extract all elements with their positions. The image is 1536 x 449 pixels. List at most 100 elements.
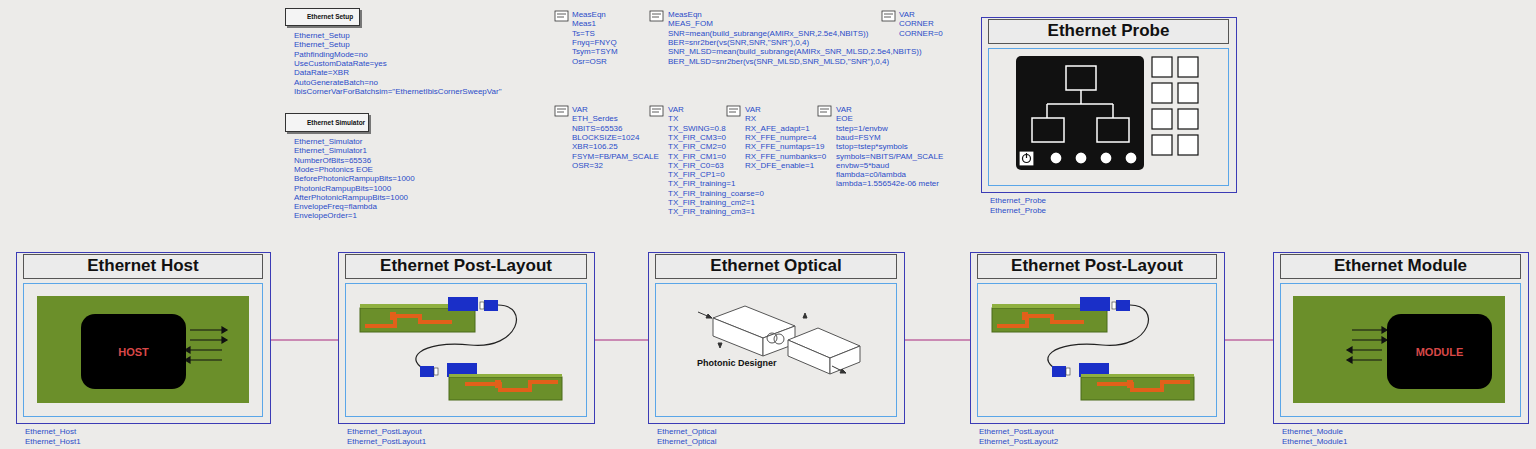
parameter: TX_FIR_training_cm2=1: [668, 198, 755, 207]
instance-name: Ethernet_Host: [25, 427, 76, 436]
block-title: Ethernet Post-Layout: [345, 254, 587, 279]
parameter: SNR=mean(build_subrange(AMIRx_SNR,2.5e4,…: [668, 29, 868, 38]
component-type: MeasEqn: [572, 10, 606, 19]
parameter: TX_FIR_CM3=0: [668, 133, 726, 142]
instance-name: Ethernet_PostLayout2: [979, 437, 1058, 446]
wire: [271, 339, 338, 340]
parameter: TX_FIR_training_cm3=1: [668, 207, 755, 216]
parameter: TX_FIR_CM2=0: [668, 142, 726, 151]
instance-name: Ethernet_PostLayout: [979, 427, 1054, 436]
instance-name: Ethernet_PostLayout1: [347, 437, 426, 446]
parameter: FSYM=FB/PAM_SCALE: [572, 152, 659, 161]
component-type: VAR: [668, 105, 684, 114]
wire: [1225, 339, 1273, 340]
instance-name: Ethernet_Probe: [990, 206, 1046, 215]
instance-name: Ethernet_Module: [1282, 427, 1343, 436]
parameter: TX_FIR_training_coarse=0: [668, 189, 764, 198]
chip-label: MODULE: [1387, 346, 1492, 358]
parameter: RX_FFE_numbanks=0: [745, 152, 826, 161]
parameter: Osr=OSR: [572, 57, 607, 66]
module-arrows: [1347, 327, 1387, 363]
component-icon: Ethernet SimulatorEthernet_SimulatorEthe…: [285, 113, 369, 132]
wire: [595, 339, 648, 340]
component-block: Ethernet ProbeEthernet_ProbeEthernet_Pro…: [981, 17, 1237, 193]
parameter: AfterPhotonicRampupBits=1000: [294, 193, 408, 202]
parameter: Ethernet_Setup: [294, 40, 350, 49]
parameter: RX_FFE_numpre=4: [745, 133, 816, 142]
parameter: Meas1: [572, 19, 596, 28]
parameter: baud=FSYM: [836, 133, 881, 142]
parameter: XBR=106.25: [572, 142, 618, 151]
parameter: BLOCKSIZE=1024: [572, 133, 639, 142]
instance-name: Ethernet_Optical: [657, 427, 717, 436]
parameter: Ethernet_Simulator1: [294, 146, 367, 155]
parameter: Mode=Photonics EOE: [294, 165, 373, 174]
inner-frame: [977, 283, 1217, 417]
parameter: lambda=1.556542e-06 meter: [836, 179, 939, 188]
parameter: BER_MLSD=snr2ber(vs(SNR_MLSD,SNR_MLSD,"S…: [668, 57, 889, 66]
parameter: CORNER: [899, 19, 934, 28]
parameter: Ts=TS: [572, 29, 595, 38]
parameter: Ethernet_Setup: [294, 31, 350, 40]
host-board: [37, 296, 249, 403]
parameter: CORNER=0: [899, 29, 943, 38]
parameter: EnvelopeFreq=flambda: [294, 202, 377, 211]
parameter: EnvelopeOrder=1: [294, 211, 357, 220]
parameter: EOE: [836, 114, 853, 123]
wire: [905, 339, 970, 340]
parameter: RX_FFE_numtaps=19: [745, 142, 824, 151]
inner-frame: [345, 283, 587, 417]
parameter: tstep=1/envbw: [836, 124, 888, 133]
parameter: AutoGenerateBatch=no: [294, 78, 378, 87]
instance-name: Ethernet_Host1: [25, 437, 81, 446]
parameter: RX_DFE_enable=1: [745, 161, 814, 170]
instance-name: Ethernet_PostLayout: [347, 427, 422, 436]
parameter: RX: [745, 114, 756, 123]
inner-frame: [655, 283, 897, 417]
parameter: Tsym=TSYM: [572, 47, 618, 56]
component-type: VAR: [899, 10, 915, 19]
component-block: Ethernet Post-LayoutEthernet_PostLayoutE…: [338, 252, 595, 424]
photonic-arrows: [698, 312, 846, 373]
parameter: SNR_MLSD=mean(build_subrange(AMIRx_SNR_M…: [668, 47, 922, 56]
component-block: Ethernet ModuleEthernet_ModuleEthernet_M…: [1273, 252, 1529, 424]
component-icon: Ethernet SetupEthernet_SetupEthernet_Set…: [285, 8, 360, 26]
chip-box: HOST: [81, 314, 186, 389]
block-title: Ethernet Host: [23, 254, 263, 279]
component-block: Ethernet OpticalEthernet_OpticalEthernet…: [648, 252, 905, 424]
parameter: PhotonicRampupBits=1000: [294, 184, 391, 193]
component-type: VAR: [745, 105, 761, 114]
parameter: BeforePhotonicRampupBits=1000: [294, 174, 415, 183]
parameter: flambda=c0/lambda: [836, 170, 906, 179]
parameter: ETH_Serdes: [572, 114, 618, 123]
parameter: PathfindingMode=no: [294, 50, 368, 59]
block-title: Ethernet Post-Layout: [977, 254, 1217, 279]
instance-name: Ethernet_Probe: [990, 196, 1046, 205]
block-title: Ethernet Module: [1280, 254, 1521, 279]
component-type: VAR: [836, 105, 852, 114]
probe-buttons: [1019, 57, 1198, 166]
caption-text: Photonic Designer: [697, 359, 777, 368]
parameter: IbisCornerVarForBatchsim="EthernetIbisCo…: [294, 87, 501, 96]
parameter: NumberOfBits=65536: [294, 156, 371, 165]
parameter: RX_AFE_adapt=1: [745, 124, 810, 133]
icon-title: Ethernet Setup: [307, 9, 353, 25]
parameter: envbw=5*baud: [836, 161, 889, 170]
parameter: TX_FIR_C0=63: [668, 161, 724, 170]
instance-name: Ethernet_Optical: [657, 437, 717, 446]
chip-box: MODULE: [1387, 314, 1492, 389]
block-title: Ethernet Optical: [655, 254, 897, 279]
parameter: TX_SWING=0.8: [668, 124, 726, 133]
module-board: [1293, 296, 1505, 403]
parameter: TX_FIR_CM1=0: [668, 152, 726, 161]
parameter: DataRate=XBR: [294, 68, 349, 77]
icon-title: Ethernet Simulator: [307, 114, 365, 131]
parameter: BER=snr2ber(vs(SNR,SNR,"SNR"),0,4): [668, 38, 809, 47]
parameter: TX_FIR_CP1=0: [668, 170, 725, 179]
host-arrows: [185, 327, 227, 363]
block-title: Ethernet Probe: [988, 19, 1229, 44]
parameter: tstop=tstep*symbols: [836, 142, 908, 151]
parameter: NBITS=65536: [572, 124, 622, 133]
parameter: Fnyq=FNYQ: [572, 38, 617, 47]
